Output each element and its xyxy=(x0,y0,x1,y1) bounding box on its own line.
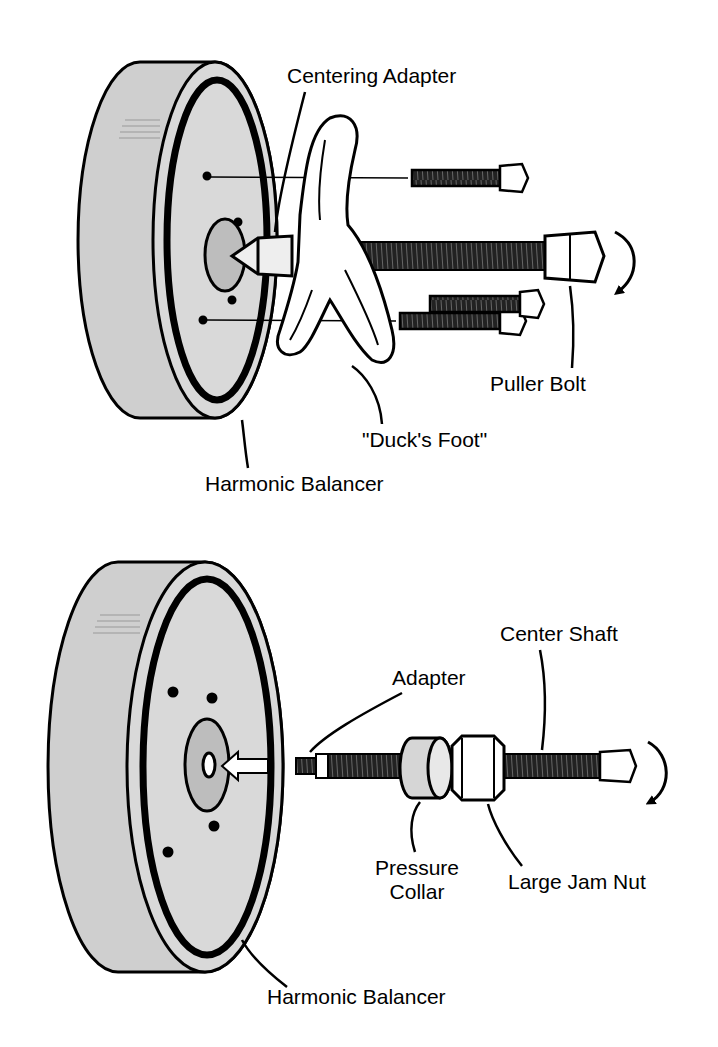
direction-arrow xyxy=(222,752,268,780)
part-label: "Duck's Foot" xyxy=(362,428,487,452)
leader-lines xyxy=(242,650,545,987)
harmonic-balancer-top xyxy=(78,62,277,418)
adapter-tip xyxy=(296,758,316,774)
part-label: Harmonic Balancer xyxy=(205,472,384,496)
shaft-end-hex xyxy=(600,750,636,782)
rotation-arrow xyxy=(648,742,666,802)
large-jam-nut xyxy=(452,736,504,800)
rotation-arrow xyxy=(615,232,634,292)
shading-lines xyxy=(119,120,160,138)
ducks-foot-yoke xyxy=(278,116,394,363)
puller-bolt-head xyxy=(545,232,604,282)
part-label: Adapter xyxy=(392,666,466,690)
leader-lines xyxy=(242,92,573,468)
part-label: Centering Adapter xyxy=(287,64,456,88)
bolts xyxy=(400,164,544,335)
harmonic-balancer-bottom xyxy=(48,562,283,972)
part-label: Center Shaft xyxy=(500,622,618,646)
part-label: Large Jam Nut xyxy=(508,870,646,894)
part-label: Harmonic Balancer xyxy=(267,985,446,1009)
part-label: Pressure Collar xyxy=(362,856,472,904)
pressure-collar xyxy=(400,738,452,798)
centering-adapter xyxy=(232,236,292,276)
part-label: Puller Bolt xyxy=(490,372,586,396)
